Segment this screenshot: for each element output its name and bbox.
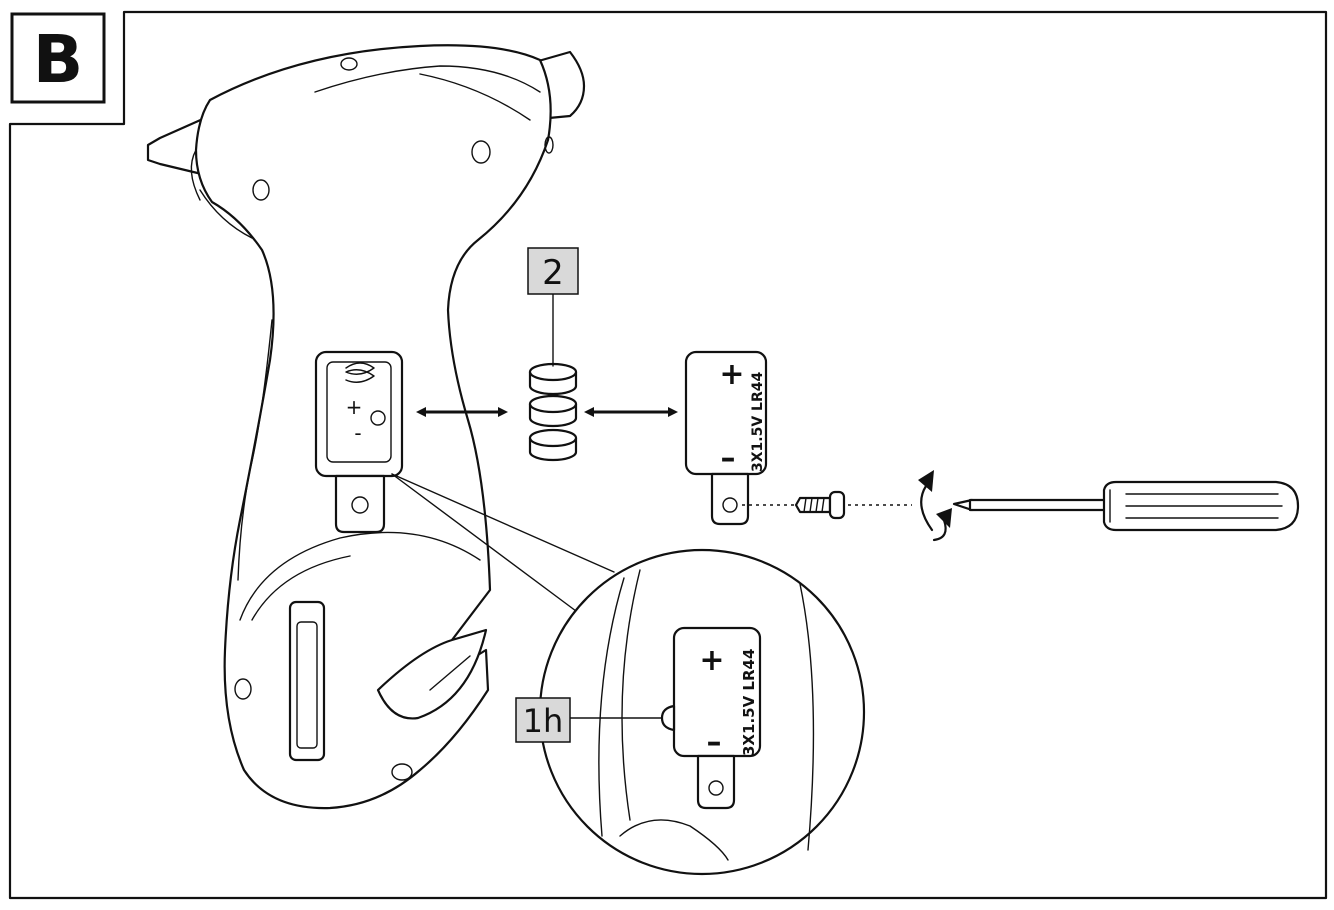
callout-1h: 1h [523, 702, 564, 740]
callout-1h-box [515, 697, 571, 743]
screwdriver [952, 480, 1300, 532]
compartment-minus: - [354, 421, 361, 445]
zoom-spec: 3X1.5V LR44 [740, 649, 758, 756]
zoom-plus: + [699, 643, 724, 678]
rotation-arrows [918, 470, 952, 542]
battery-cover: + – 3X1.5V LR44 [684, 350, 768, 526]
figure-frame [8, 10, 1328, 900]
zoom-minus: – [707, 725, 722, 760]
detail-zoom: + – 3X1.5V LR44 [391, 473, 866, 876]
panel-label: B [33, 21, 83, 98]
panel-label-box [10, 12, 106, 104]
callout-2-box [527, 247, 579, 295]
cover-spec: 3X1.5V LR44 [750, 372, 766, 472]
cover-plus: + [719, 357, 744, 392]
battery-compartment: + - [314, 350, 404, 534]
screw [794, 490, 846, 520]
coin-batteries [528, 362, 578, 462]
callout-2: 2 [542, 253, 564, 293]
cover-minus: – [721, 441, 736, 476]
compartment-plus: + [346, 395, 363, 419]
